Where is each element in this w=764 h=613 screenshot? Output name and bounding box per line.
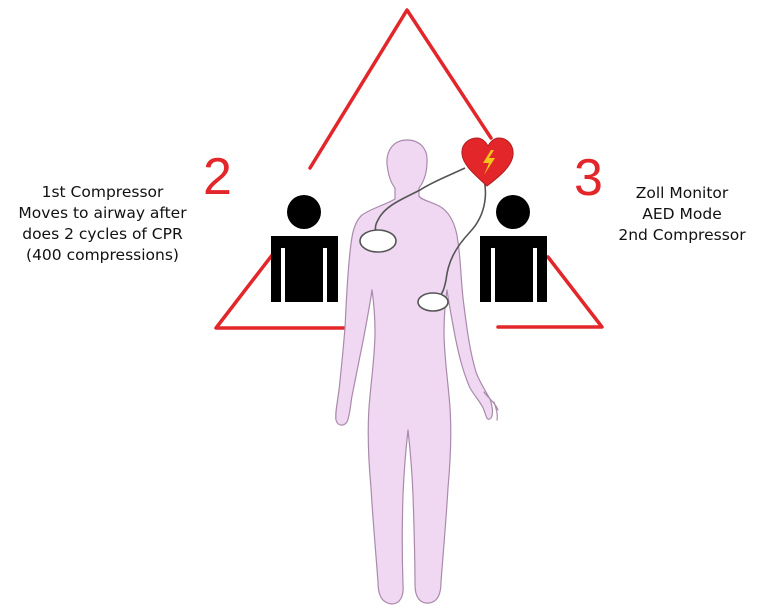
position-label-right: Zoll Monitor AED Mode 2nd Compressor [600,183,764,246]
label-line: (400 compressions) [0,245,205,266]
position-label-left: 1st Compressor Moves to airway after doe… [0,182,205,266]
label-line: Moves to airway after [0,203,205,224]
label-line: AED Mode [600,204,764,225]
heart-defibrillator-icon [462,138,513,186]
label-line: does 2 cycles of CPR [0,224,205,245]
rescuer-right-icon [480,195,547,302]
position-number-right: 3 [574,152,603,204]
rescuer-left-icon [271,195,338,302]
label-line: 1st Compressor [0,182,205,203]
aed-pad-icon [418,293,448,311]
patient-body-icon [336,140,493,604]
label-line: 2nd Compressor [600,225,764,246]
position-number-left: 2 [203,151,232,203]
aed-pad-icon [360,230,396,252]
label-line: Zoll Monitor [600,183,764,204]
